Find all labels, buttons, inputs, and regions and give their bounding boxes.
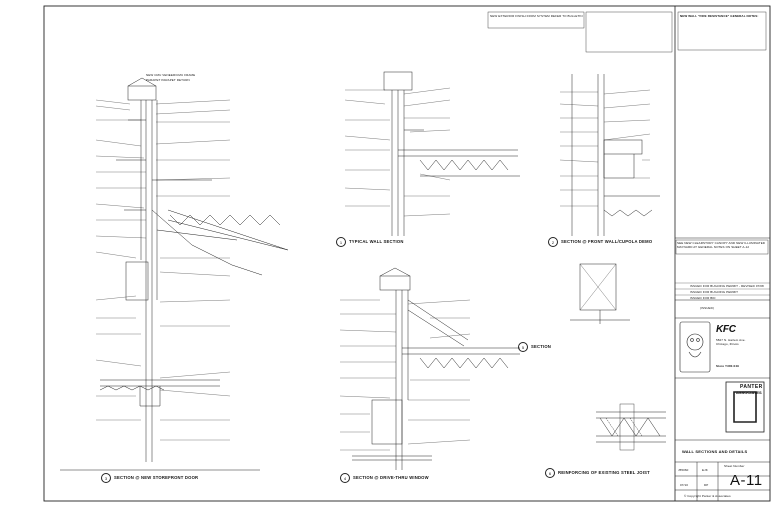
sheet-title: WALL SECTIONS AND DETAILS: [682, 449, 748, 454]
issued-label: (ISSUED): [700, 306, 714, 310]
detail-4-title: SECTION @ DRIVE-THRU WINDOW: [353, 475, 429, 480]
detail-6-title: REINFORCING OF EXISTING STEEL JOIST: [558, 470, 650, 475]
section-drive-thru-window: [339, 267, 520, 470]
detail-5-title: SECTION: [531, 344, 552, 349]
section-typical-wall: [344, 71, 520, 236]
section-5: [570, 263, 630, 324]
section-storefront-door: [60, 77, 289, 471]
detail-1-marker: 1: [336, 237, 346, 247]
parapet-label-2: PARAPET PARAPET RETURN: [146, 78, 190, 82]
brand-logo: [679, 321, 711, 373]
detail-2-marker: 2: [548, 237, 558, 247]
fire-notes-heading: NEW WALL "FIRE RESISTANCE" GENERAL NOTES…: [680, 14, 759, 18]
parapet-label: NEW CMU VENEER/CMU FRAME: [146, 73, 196, 77]
revision-row-3: ISSUED FOR BID: [690, 296, 716, 300]
date: 07/10: [680, 483, 689, 487]
sheet-number: A-11: [730, 472, 763, 489]
detail-3-marker: 3: [101, 473, 111, 483]
sheet-number-label: Sheet Number: [724, 464, 745, 468]
detail-6-marker: 6: [545, 468, 555, 478]
title-block-lines: [675, 237, 770, 501]
detail-4-marker: 4: [340, 473, 350, 483]
drawn-by: EJK: [702, 468, 708, 472]
revision-row-1: ISSUED FOR BUILDING PERMIT - REVISED 07/…: [690, 284, 764, 288]
address-line-2: Chicago, Illinois: [716, 342, 739, 346]
top-note: NEW EXTERIOR FINISH FROM SYSTEM REFER TO…: [490, 14, 583, 18]
checked: DP: [704, 483, 709, 487]
firm-name-1: PANTER: [740, 384, 763, 390]
revision-row-2: ISSUED FOR BUILDING PERMIT: [690, 290, 739, 294]
canopy-note: SEE NEW CLEARSTORY CANOPY AND NEW ILLUMI…: [677, 241, 766, 249]
section-front-wall-cupola: [559, 74, 660, 236]
detail-1-title: TYPICAL WALL SECTION: [349, 239, 404, 244]
job-no: J55060: [678, 468, 689, 472]
joist-reinforcing: [596, 403, 666, 451]
copyright: © Copyright Panter & Associates: [684, 494, 731, 498]
brand-mark: KFC: [716, 324, 736, 335]
detail-3-title: SECTION @ NEW STOREFRONT DOOR: [114, 475, 199, 480]
detail-5-marker: 5: [518, 342, 528, 352]
store-number: Store Y300-049: [716, 364, 739, 368]
detail-2-title: SECTION @ FRONT WALL/CUPOLA DEMO: [561, 239, 653, 244]
address-line-1: 5827 N. Harlem Ave.: [716, 338, 746, 342]
firm-name-2: ASSOCIATES: [736, 390, 762, 395]
